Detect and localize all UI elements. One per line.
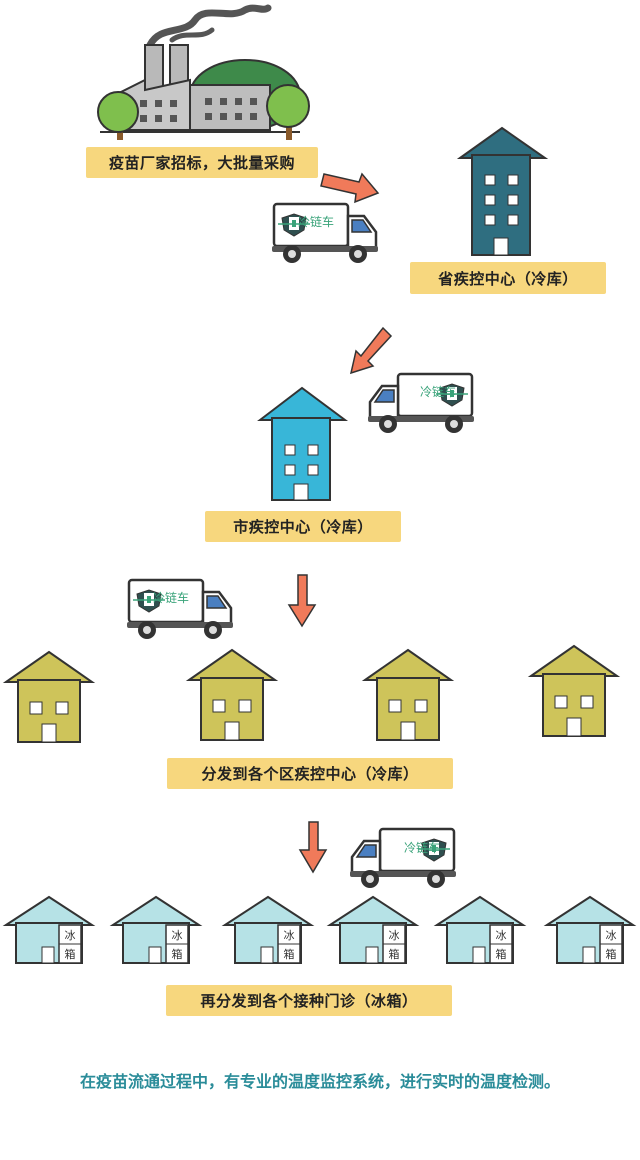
fridge-label: 冰 <box>65 929 76 942</box>
fridge-icon: 冰箱 <box>277 924 301 964</box>
building-icon <box>257 386 349 501</box>
house-icon: 冰箱 <box>221 895 315 964</box>
fridge-label: 冰 <box>284 929 295 942</box>
fridge-label: 箱 <box>284 947 295 961</box>
house-icon <box>185 648 279 741</box>
label-province: 省疾控中心（冷库） <box>410 262 606 294</box>
truck-label: 冷链车 <box>153 590 189 605</box>
label-factory: 疫苗厂家招标，大批量采购 <box>86 147 318 178</box>
arrow-icon <box>320 172 380 204</box>
fridge-label: 箱 <box>496 947 507 961</box>
truck-icon: 冷链车 <box>125 578 235 641</box>
truck-icon <box>348 827 458 890</box>
fridge-icon: 冰箱 <box>489 924 513 964</box>
truck-label: 冷链车 <box>420 384 456 399</box>
truck-icon: 冷链车 <box>270 202 380 265</box>
fridge-label: 冰 <box>606 929 617 942</box>
fridge-label: 箱 <box>389 947 400 961</box>
house-icon: 冰箱 <box>109 895 203 964</box>
caption: 在疫苗流通过程中，有专业的温度监控系统，进行实时的温度检测。 <box>79 1072 560 1091</box>
building-icon <box>456 126 549 256</box>
label-city: 市疾控中心（冷库） <box>205 511 401 542</box>
house-icon: 冰箱 <box>2 895 96 964</box>
truck-label: 冷链车 <box>404 840 440 855</box>
arrow-icon <box>298 821 328 874</box>
tree-icon <box>97 91 139 140</box>
arrow-icon <box>349 326 393 375</box>
fridge-icon: 冰箱 <box>599 924 623 964</box>
fridge-label: 冰 <box>389 929 400 942</box>
fridge-label: 箱 <box>172 947 183 961</box>
arrow-icon <box>287 574 317 628</box>
house-icon: 冰箱 <box>433 895 527 964</box>
fridge-icon: 冰箱 <box>58 924 82 964</box>
label-clinic: 再分发到各个接种门诊（冰箱） <box>166 985 452 1016</box>
fridge-icon: 冰箱 <box>165 924 189 964</box>
factory-icon <box>100 4 301 133</box>
fridge-label: 箱 <box>606 947 617 961</box>
tree-icon <box>266 84 310 140</box>
truck-label: 冷链车 <box>298 214 334 229</box>
fridge-icon: 冰箱 <box>382 924 406 964</box>
fridge-label: 箱 <box>65 947 76 961</box>
fridge-label: 冰 <box>496 929 507 942</box>
house-icon <box>361 648 455 741</box>
label-district: 分发到各个区疾控中心（冷库） <box>167 758 453 789</box>
fridge-label: 冰 <box>172 929 183 942</box>
house-icon: 冰箱 <box>326 895 420 964</box>
house-icon <box>527 644 621 737</box>
truck-icon <box>366 372 476 435</box>
house-icon <box>2 650 96 743</box>
house-icon: 冰箱 <box>543 895 637 964</box>
